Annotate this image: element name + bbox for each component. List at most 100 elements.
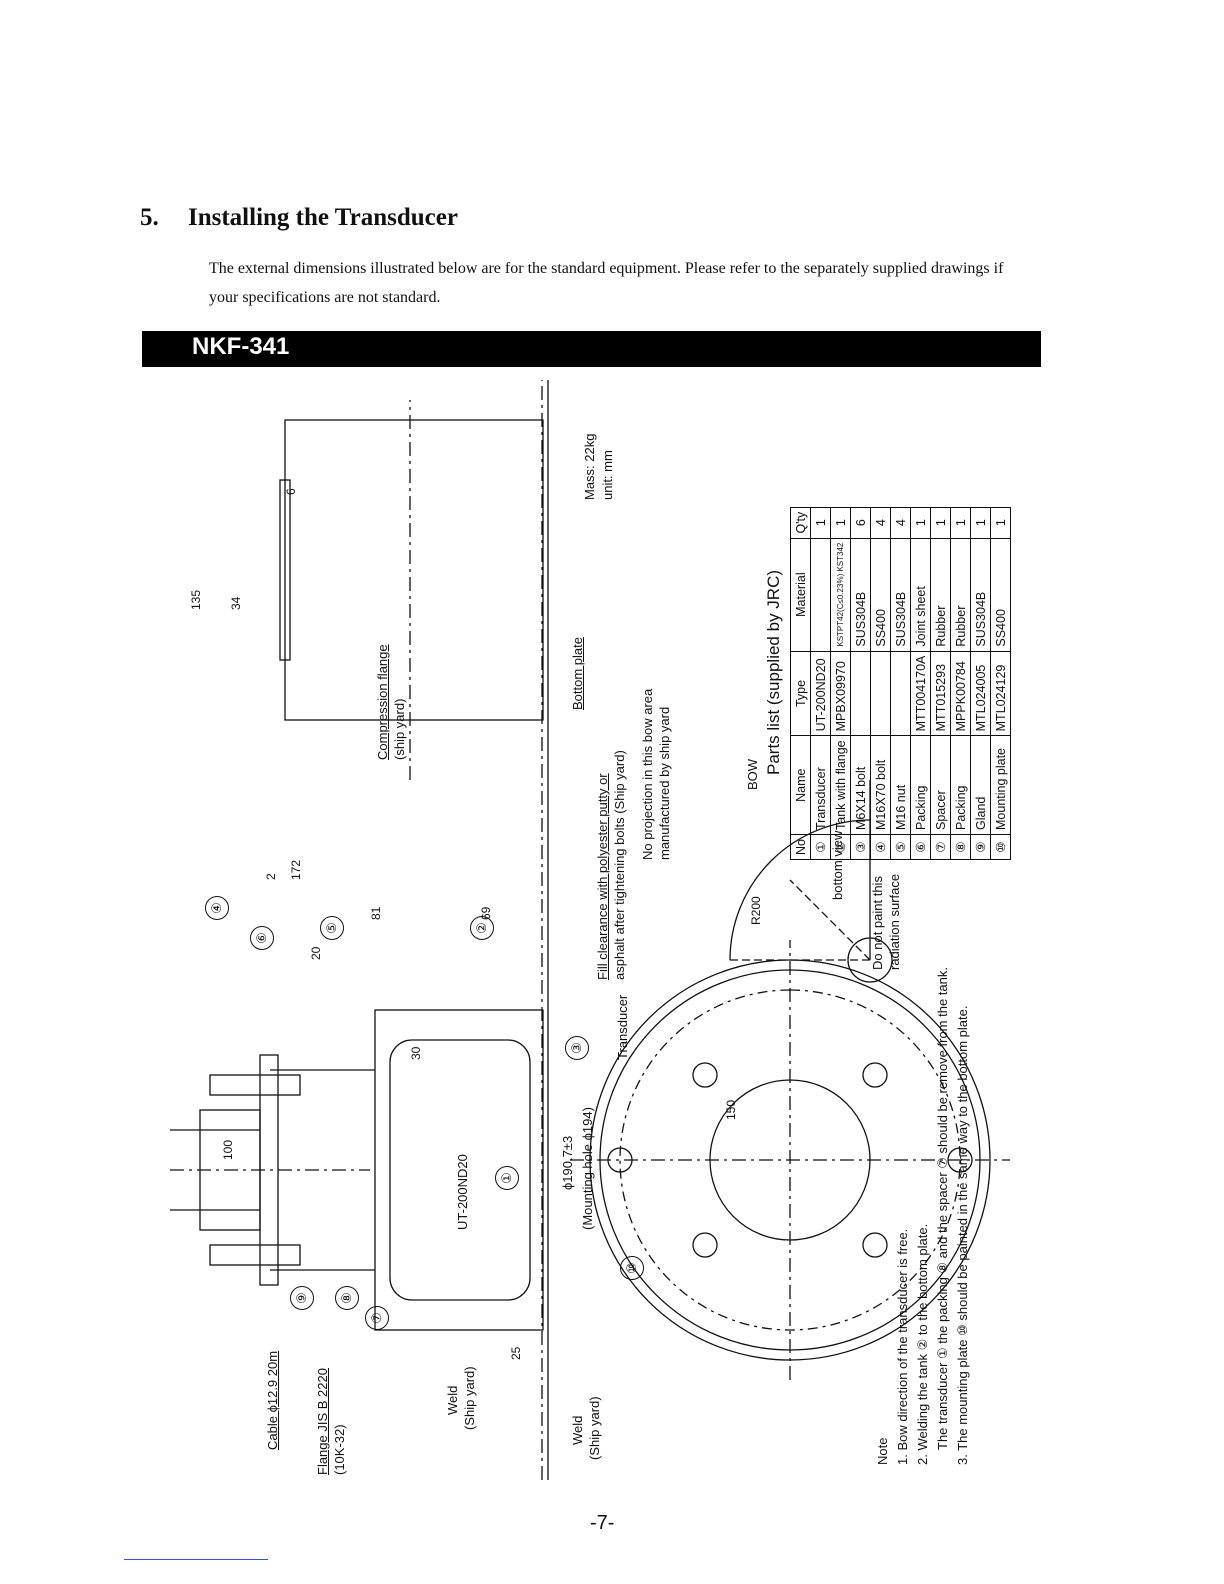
weld-yard-2: (Ship yard) [587,1396,602,1460]
parts-cell: M16X70 bolt [870,735,891,835]
dim-r200: R200 [749,896,763,925]
mount-diameter: ϕ190.7±3 [560,1135,575,1190]
dim-81: 81 [369,906,383,920]
parts-cell: Packing [950,735,971,835]
note-1: 1. Bow direction of the transducer is fr… [895,1228,910,1465]
weld-label-1: Weld [445,1385,460,1415]
parts-cell: 1 [830,507,851,539]
weld-yard-1: (Ship yard) [462,1366,477,1430]
fill-clearance-2: asphalt after tightening bolts (Ship yar… [612,750,627,980]
compression-flange-by: (ship yard) [392,698,407,760]
parts-header-cell: Material [790,538,811,652]
parts-header-cell: No [790,834,811,860]
model-banner: NKF-341 [142,331,1041,367]
parts-header-cell: Q'ty [790,507,811,539]
no-projection-1: No projection in this bow area [640,688,655,860]
cable-label: Cable ϕ12.9 20m [265,1350,280,1450]
parts-cell: MTL024129 [990,651,1011,736]
parts-cell: ⑨ [970,834,991,860]
note-2b: The transducer ① the packing ⑧ and the s… [935,967,950,1450]
parts-cell: Transducer [810,735,831,835]
dim-30: 30 [409,1046,423,1060]
parts-cell: 1 [970,507,991,539]
installation-drawing: 25 100 30 20 172 81 69 2 135 34 6 150 R2… [170,380,1090,1480]
parts-cell: SUS304B [850,538,871,652]
callout-7: ⑦ [365,1306,389,1330]
parts-cell: 4 [890,507,911,539]
section-title: 5.Installing the Transducer [140,204,458,232]
parts-cell: ① [810,834,831,860]
parts-cell: ⑩ [990,834,1011,860]
parts-cell: Joint sheet [910,538,931,652]
note-3: 3. The mounting plate ⑩ should be painte… [955,1005,970,1465]
notes-heading: Note [875,1437,890,1465]
dim-6: 6 [284,488,298,495]
parts-cell: MTL024005 [970,651,991,736]
parts-cell [870,651,891,736]
callout-2: ② [470,916,494,940]
parts-cell: SUS304B [970,538,991,652]
parts-cell: M16 nut [890,735,911,835]
do-not-paint-1: Do not paint this [870,876,885,970]
transducer-label: Transducer [615,994,630,1060]
section-number: 5. [140,204,159,231]
callout-8: ⑧ [335,1286,359,1310]
parts-header-cell: Name [790,735,811,835]
parts-cell: ⑦ [930,834,951,860]
drawing-lines: 25 100 30 20 172 81 69 2 135 34 6 150 R2… [170,380,1010,1480]
dim-100: 100 [221,1140,235,1160]
page-number: -7- [590,1512,615,1534]
parts-cell: ⑤ [890,834,911,860]
parts-cell: Mounting plate [990,735,1011,835]
dim-25: 25 [509,1346,523,1360]
parts-cell: ⑥ [910,834,931,860]
transducer-model: UT-200ND20 [455,1154,470,1230]
parts-cell: 1 [950,507,971,539]
parts-cell: Tank with flange [830,735,851,835]
unit-label: unit: mm [600,450,615,500]
parts-cell: MTT015293 [930,651,951,736]
callout-5: ⑤ [320,916,344,940]
dim-20: 20 [309,946,323,960]
parts-cell: ② [830,834,851,860]
dim-135: 135 [189,590,203,610]
parts-cell: ③ [850,834,871,860]
fill-clearance-1: Fill clearance with polyester putty or [595,773,610,980]
parts-cell: KSTPT42(C≤0.23%) KST342 [830,538,851,652]
callout-10: ⑩ [620,1256,644,1280]
model-name: NKF-341 [192,333,290,360]
compression-flange: Compression flange [375,644,390,760]
parts-cell: ④ [870,834,891,860]
dim-172: 172 [289,860,303,880]
do-not-paint-2: radiation surface [887,873,902,970]
parts-cell: 1 [990,507,1011,539]
parts-cell [850,651,871,736]
parts-cell: Spacer [930,735,951,835]
parts-cell: 6 [850,507,871,539]
parts-cell: Gland [970,735,991,835]
parts-cell: 4 [870,507,891,539]
parts-cell [890,651,911,736]
dim-69: 69 [479,906,493,920]
callout-9: ⑨ [290,1286,314,1310]
parts-cell: MTT004170A [910,651,931,736]
parts-cell: MPBX09970 [830,651,851,736]
parts-cell: 1 [910,507,931,539]
weld-label-2: Weld [570,1415,585,1445]
parts-list-title: Parts list (supplied by JRC) [764,569,783,775]
no-projection-2: manufactured by ship yard [657,706,672,860]
bow-label: BOW [745,758,760,790]
intro-paragraph: The external dimensions illustrated belo… [209,260,1004,306]
